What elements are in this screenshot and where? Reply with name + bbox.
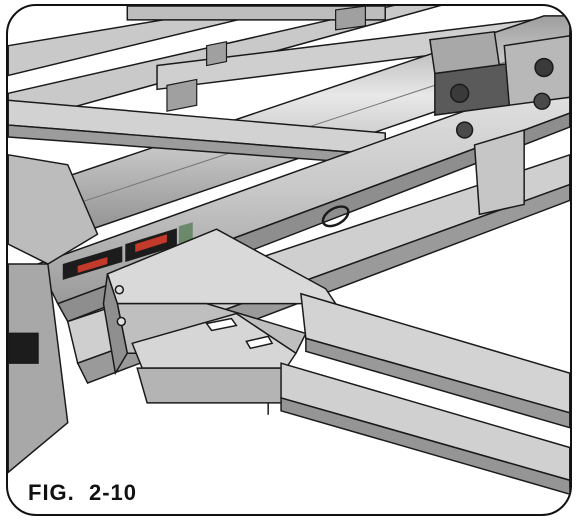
- left-frame-section: [8, 154, 99, 474]
- diagonal-brace: [8, 99, 386, 166]
- background-beams: [8, 6, 570, 126]
- lower-bracket: [131, 312, 297, 415]
- upper-hitch-arm: [300, 292, 570, 429]
- clamp-assembly: [429, 30, 570, 216]
- figure-caption: FIG. 2-10: [22, 478, 146, 506]
- lower-hitch-arm: [280, 362, 570, 495]
- top-brackets: [166, 6, 366, 112]
- safety-decals: [62, 222, 193, 280]
- hitch-pin: [321, 205, 350, 228]
- frame-illustration: [8, 6, 570, 495]
- figure-frame: FIG. 2-10: [6, 4, 572, 516]
